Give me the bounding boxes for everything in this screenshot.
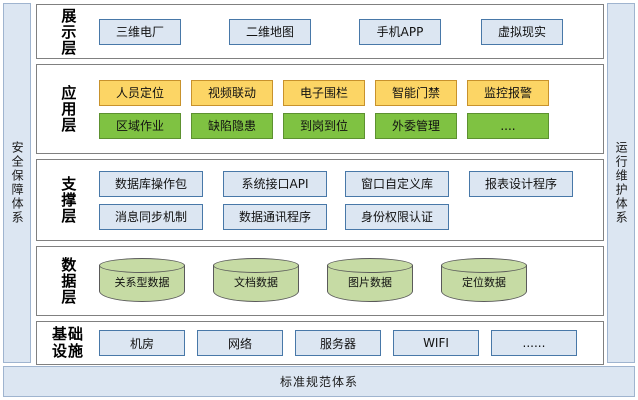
database-cylinder[interactable]: 文档数据 xyxy=(213,258,299,304)
node-row: 消息同步机制数据通讯程序身份权限认证 xyxy=(99,203,597,230)
node-chip-application[interactable]: 外委管理 xyxy=(375,112,457,139)
node-chip-infrastructure[interactable]: ...... xyxy=(491,330,577,356)
node-chip-presentation[interactable]: 三维电厂 xyxy=(99,18,181,45)
node-chip-presentation[interactable]: 虚拟现实 xyxy=(481,18,563,45)
cylinder-label: 图片数据 xyxy=(348,276,392,289)
node-chip-application[interactable]: .... xyxy=(467,112,549,139)
left-rail-label: 安全保障体系 xyxy=(10,141,25,225)
cylinder-top-ellipse xyxy=(213,258,299,273)
layer-label-infrastructure: 基础 设施 xyxy=(51,325,84,360)
layer-label-presentation: 展示层 xyxy=(59,7,78,56)
cylinder-top-ellipse xyxy=(441,258,527,273)
layer-band-infrastructure: 基础 设施机房网络服务器 WIFI...... xyxy=(36,321,604,365)
layer-body-support: 数据库操作包系统接口API 窗口自定义库报表设计程序消息同步机制数据通讯程序身份权… xyxy=(99,160,603,240)
node-row: 三维电厂 二维地图 手机APP 虚拟现实 xyxy=(99,18,597,45)
node-chip-presentation[interactable]: 手机APP xyxy=(359,18,441,45)
layer-body-data: 关系型数据 文档数据 图片数据 定位数据 xyxy=(99,247,603,315)
cylinder-row: 关系型数据 文档数据 图片数据 定位数据 xyxy=(99,258,597,304)
layer-band-presentation: 展示层 三维电厂 二维地图 手机APP 虚拟现实 xyxy=(36,4,604,59)
layer-band-application: 应用层人员定位视频联动电子围栏智能门禁监控报警区域作业缺陷隐患到岗到位外委管理.… xyxy=(36,64,604,154)
node-chip-support[interactable]: 数据库操作包 xyxy=(99,170,203,197)
node-chip-application[interactable]: 视频联动 xyxy=(191,79,273,106)
layer-body-application: 人员定位视频联动电子围栏智能门禁监控报警区域作业缺陷隐患到岗到位外委管理.... xyxy=(99,65,603,153)
node-chip-support[interactable]: 系统接口API xyxy=(223,170,327,197)
cylinder-label: 文档数据 xyxy=(234,276,278,289)
node-chip-application[interactable]: 缺陷隐患 xyxy=(191,112,273,139)
node-chip-infrastructure[interactable]: 网络 xyxy=(197,330,283,356)
layer-label-application: 应用层 xyxy=(59,85,78,133)
node-row: 区域作业缺陷隐患到岗到位外委管理.... xyxy=(99,112,597,139)
node-row: 数据库操作包系统接口API 窗口自定义库报表设计程序 xyxy=(99,170,597,197)
node-chip-infrastructure[interactable]: 服务器 xyxy=(295,330,381,356)
node-chip-support[interactable]: 消息同步机制 xyxy=(99,203,203,230)
node-chip-support[interactable]: 窗口自定义库 xyxy=(345,170,449,197)
node-chip-presentation[interactable]: 二维地图 xyxy=(229,18,311,45)
bottom-bar-standards-system: 标准规范体系 xyxy=(3,366,635,397)
layer-label-support: 支撑层 xyxy=(59,176,78,224)
node-chip-support[interactable]: 数据通讯程序 xyxy=(223,203,327,230)
cylinder-label: 关系型数据 xyxy=(114,276,170,289)
left-rail-security-system: 安全保障体系 xyxy=(3,3,31,363)
node-chip-application[interactable]: 到岗到位 xyxy=(283,112,365,139)
cylinder-top-ellipse xyxy=(99,258,185,273)
node-chip-application[interactable]: 监控报警 xyxy=(467,79,549,106)
cylinder-label: 定位数据 xyxy=(462,276,506,289)
node-chip-application[interactable]: 人员定位 xyxy=(99,79,181,106)
node-row: 机房网络服务器 WIFI...... xyxy=(99,330,597,356)
node-chip-infrastructure[interactable]: 机房 xyxy=(99,330,185,356)
right-rail-ops-maintenance-system: 运行维护体系 xyxy=(607,3,635,363)
database-cylinder[interactable]: 关系型数据 xyxy=(99,258,185,304)
layer-stack: 展示层 三维电厂 二维地图 手机APP 虚拟现实应用层 人员定位视频联动电子围栏智能门禁监… xyxy=(36,2,604,365)
layer-label-data: 数据层 xyxy=(59,257,78,305)
database-cylinder[interactable]: 定位数据 xyxy=(441,258,527,304)
bottom-bar-label: 标准规范体系 xyxy=(279,375,358,389)
cylinder-top-ellipse xyxy=(327,258,413,273)
node-chip-application[interactable]: 智能门禁 xyxy=(375,79,457,106)
node-chip-application[interactable]: 电子围栏 xyxy=(283,79,365,106)
node-chip-support[interactable]: 报表设计程序 xyxy=(469,170,573,197)
node-row: 人员定位视频联动电子围栏智能门禁监控报警 xyxy=(99,79,597,106)
layer-body-presentation: 三维电厂 二维地图 手机APP 虚拟现实 xyxy=(99,5,603,58)
layer-band-data: 数据层 关系型数据 文档数据 图片数据 定位数据 xyxy=(36,246,604,316)
database-cylinder[interactable]: 图片数据 xyxy=(327,258,413,304)
node-chip-support[interactable]: 身份权限认证 xyxy=(345,203,449,230)
node-chip-infrastructure[interactable]: WIFI xyxy=(393,330,479,356)
layer-band-support: 支撑层 数据库操作包系统接口API 窗口自定义库报表设计程序消息同步机制数据通讯程序… xyxy=(36,159,604,241)
node-chip-application[interactable]: 区域作业 xyxy=(99,112,181,139)
layer-body-infrastructure: 机房网络服务器 WIFI...... xyxy=(99,322,603,364)
right-rail-label: 运行维护体系 xyxy=(614,141,629,225)
